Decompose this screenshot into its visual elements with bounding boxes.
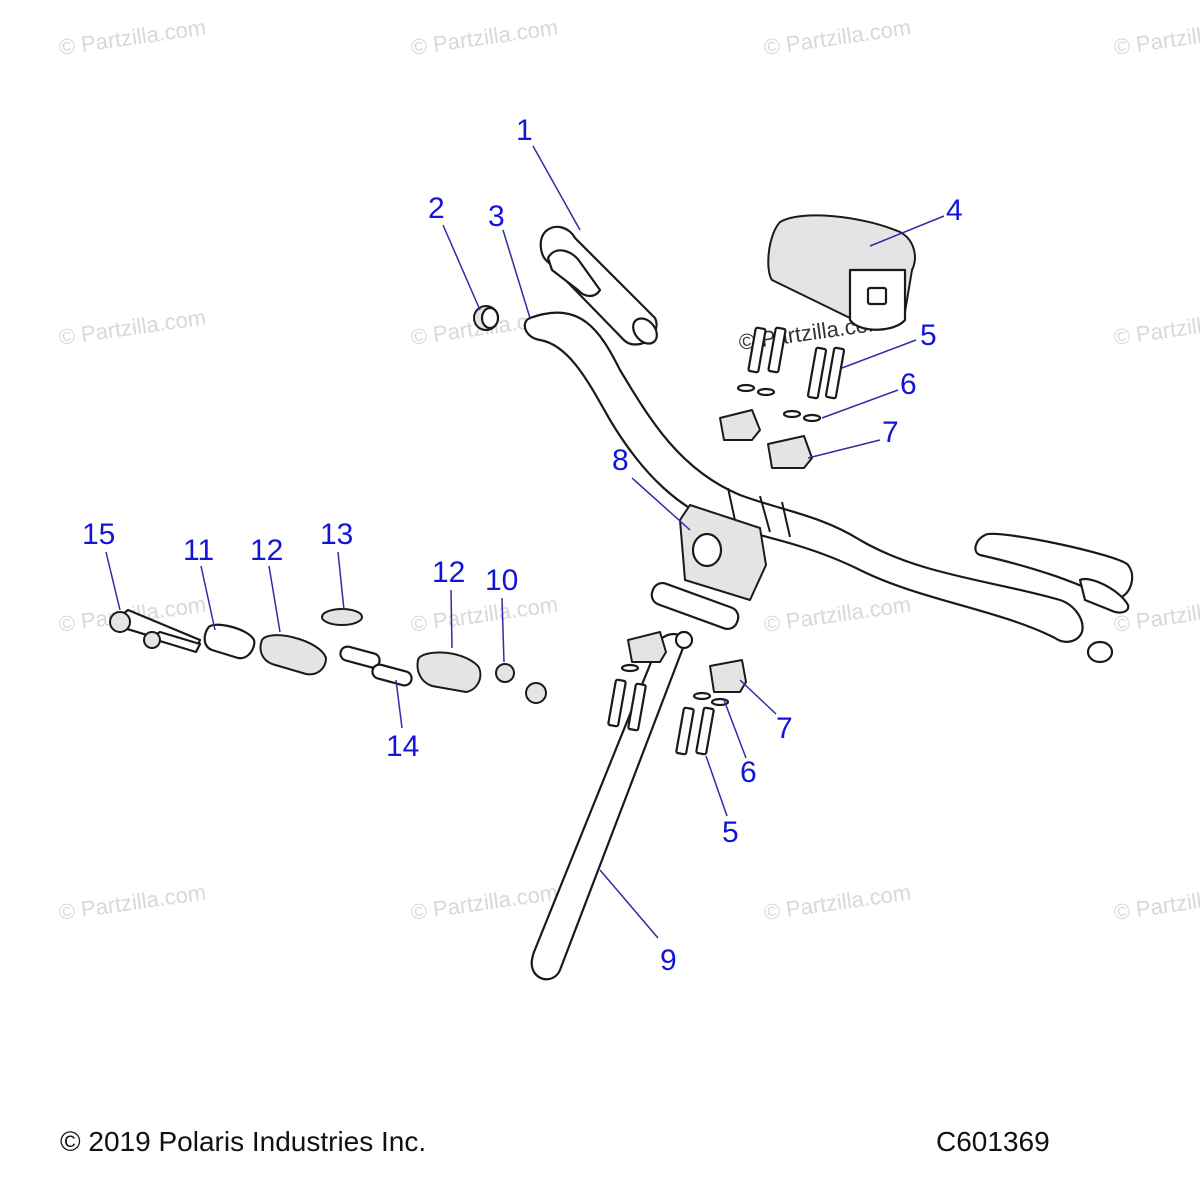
watermark: © Partzilla.com xyxy=(57,305,207,350)
leader-line xyxy=(739,679,777,715)
callout-1: 1 xyxy=(516,114,533,147)
leader-line xyxy=(821,389,899,419)
watermark: © Partzilla.com xyxy=(409,880,559,925)
callout-14: 14 xyxy=(386,730,419,763)
watermark: © Partzilla.com xyxy=(409,592,559,637)
callout-6-upper: 6 xyxy=(900,368,917,401)
leader-line xyxy=(501,597,505,663)
handlebar-pad xyxy=(767,214,916,331)
watermark: © Partzilla.com xyxy=(1112,592,1200,637)
leader-line xyxy=(502,229,531,319)
bar-clamp-block xyxy=(679,504,767,601)
callout-5-upper: 5 xyxy=(920,319,937,352)
watermark: © Partzilla.com xyxy=(762,880,912,925)
watermark: © Partzilla.com xyxy=(762,15,912,60)
upper-clamp-hardware xyxy=(719,326,846,469)
leader-lines xyxy=(105,145,945,939)
steering-post xyxy=(530,581,740,981)
leader-line xyxy=(105,551,121,611)
drawing-number: C601369 xyxy=(936,1126,1050,1157)
watermark: © Partzilla.com xyxy=(762,592,912,637)
leader-line xyxy=(807,439,881,459)
lever-hardware xyxy=(109,608,547,704)
callout-15: 15 xyxy=(82,518,115,551)
left-grip xyxy=(539,225,658,346)
callouts: 1 2 3 4 5 6 7 8 9 10 11 12 13 12 14 15 7… xyxy=(82,114,963,977)
leader-line xyxy=(200,565,216,631)
watermark: © Partzilla.com xyxy=(409,15,559,60)
callout-4: 4 xyxy=(946,194,963,227)
callout-10: 10 xyxy=(485,564,518,597)
right-grip xyxy=(974,532,1134,664)
leader-line xyxy=(532,145,581,231)
lower-clamp-hardware xyxy=(607,631,747,756)
callout-11: 11 xyxy=(183,534,214,567)
callout-12-left: 12 xyxy=(250,534,283,567)
callout-6-lower: 6 xyxy=(740,756,757,789)
callout-8: 8 xyxy=(612,444,629,477)
leader-line xyxy=(395,679,403,729)
callout-13: 13 xyxy=(320,518,353,551)
callout-12-right: 12 xyxy=(432,556,465,589)
leader-line xyxy=(337,551,345,611)
watermark: © Partzilla.com xyxy=(57,15,207,60)
callout-5-lower: 5 xyxy=(722,816,739,849)
callout-7-upper: 7 xyxy=(882,416,899,449)
copyright-notice: © 2019 Polaris Industries Inc. xyxy=(60,1126,427,1157)
leader-line xyxy=(869,215,945,247)
leader-line xyxy=(631,477,691,531)
leader-line xyxy=(705,755,728,817)
leader-line xyxy=(442,224,481,311)
leader-line xyxy=(841,339,917,369)
watermark: © Partzilla.com xyxy=(1112,15,1200,60)
callout-9: 9 xyxy=(660,944,677,977)
callout-2: 2 xyxy=(428,192,445,225)
leader-line xyxy=(723,699,747,759)
callout-7-lower: 7 xyxy=(776,712,793,745)
leader-line xyxy=(268,565,281,633)
watermark: © Partzilla.com xyxy=(57,880,207,925)
bar-end-plug xyxy=(473,305,500,331)
leader-line xyxy=(450,589,453,649)
watermark: © Partzilla.com xyxy=(1112,880,1200,925)
callout-3: 3 xyxy=(488,200,505,233)
watermark: © Partzilla.com xyxy=(1112,305,1200,350)
handlebar xyxy=(523,311,1084,643)
leader-line xyxy=(599,869,659,939)
